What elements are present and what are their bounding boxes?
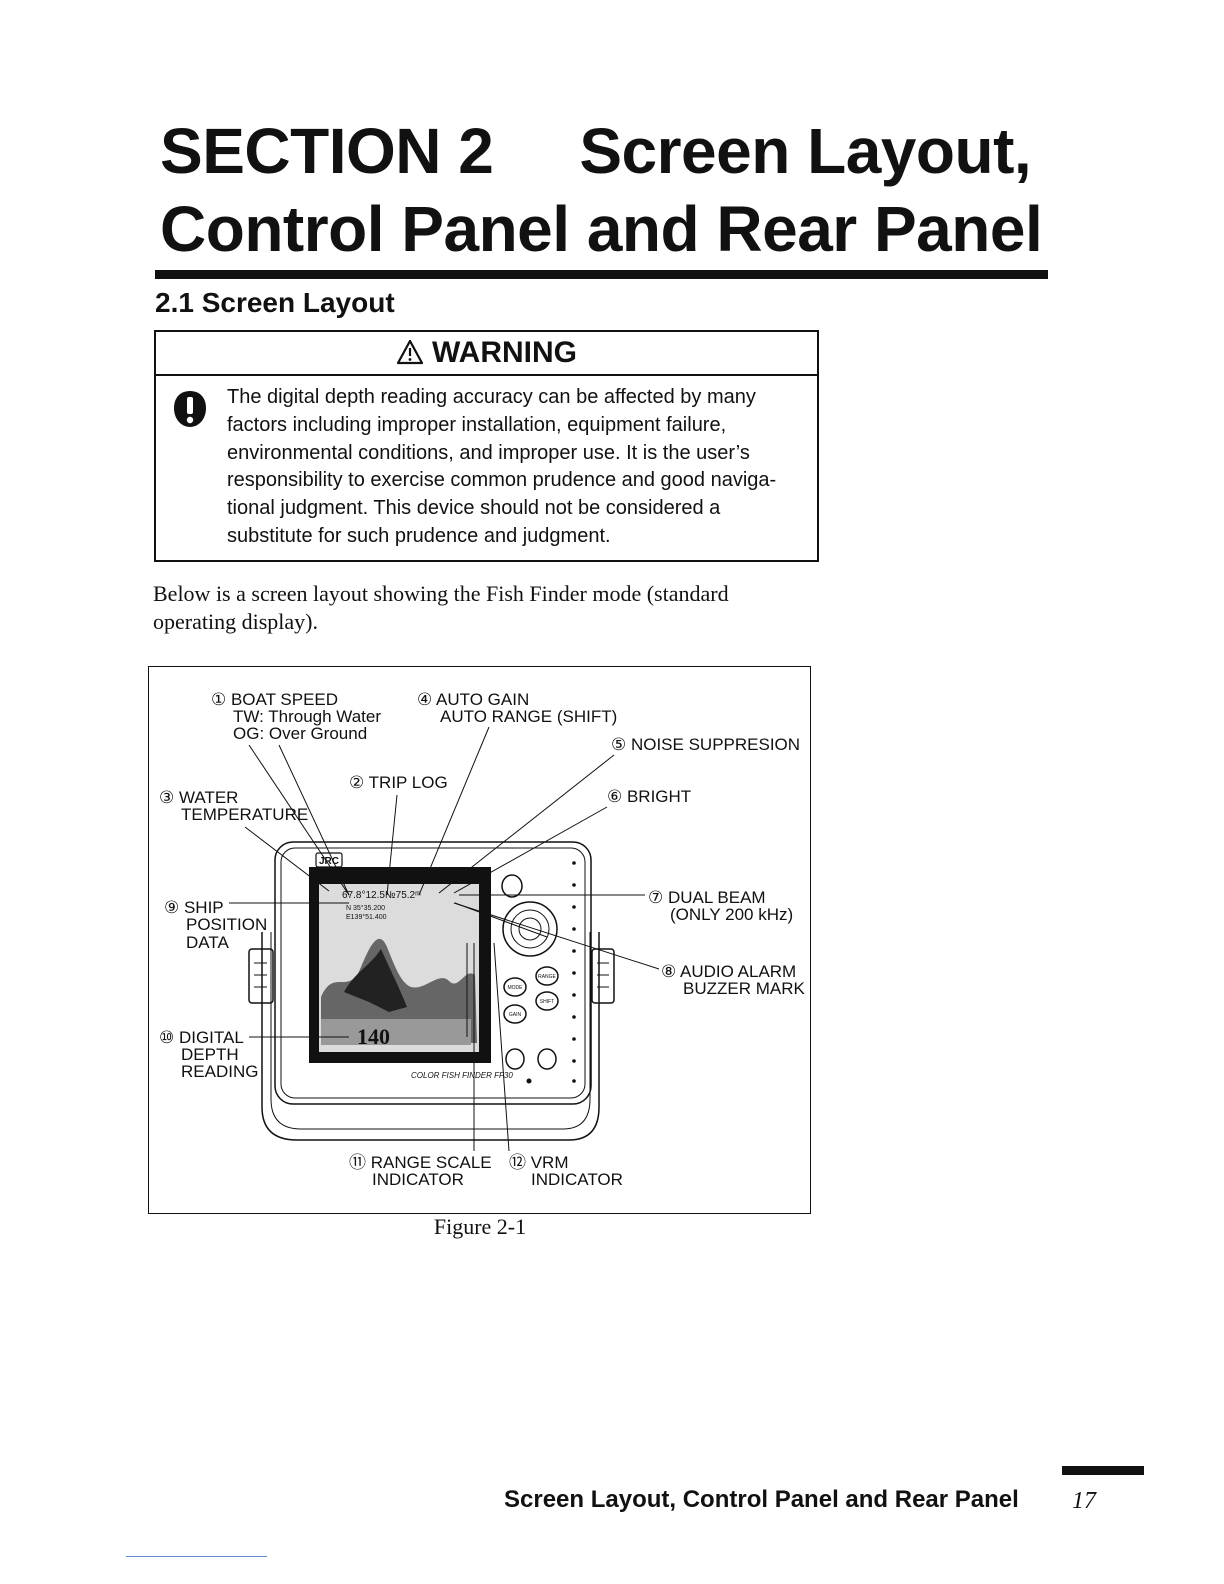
footer-bar xyxy=(1062,1466,1144,1475)
gain-button xyxy=(503,1004,527,1024)
depth-readout: 140 xyxy=(357,1024,390,1049)
label-position: POSITION xyxy=(186,915,267,934)
label-tw: TW: Through Water xyxy=(233,707,381,726)
intro-line: Below is a screen layout showing the Fis… xyxy=(153,581,729,606)
figure-frame: ① BOAT SPEED TW: Through Water OG: Over … xyxy=(148,666,811,1214)
title-rule xyxy=(155,270,1048,279)
label-bright: ⑥ BRIGHT xyxy=(607,787,691,806)
label-trip-log: ② TRIP LOG xyxy=(349,773,448,792)
label-og: OG: Over Ground xyxy=(233,724,367,743)
bottom-line xyxy=(126,1556,267,1557)
warning-line: The digital depth reading accuracy can b… xyxy=(227,386,756,408)
subsection-title: 2.1 Screen Layout xyxy=(155,287,395,318)
section-title-line1: Screen Layout, xyxy=(579,115,1032,187)
footer-title: Screen Layout, Control Panel and Rear Pa… xyxy=(504,1486,1019,1513)
header-readout: 67.8°12.5№75.2ᵐ xyxy=(342,890,421,901)
warning-triangle-icon xyxy=(396,339,424,365)
shift-button xyxy=(535,991,559,1011)
lon-readout: E139°51.400 xyxy=(346,913,387,921)
device-diagram: ① BOAT SPEED TW: Through Water OG: Over … xyxy=(159,690,806,1189)
label-vrm-indicator: INDICATOR xyxy=(531,1170,623,1189)
label-data: DATA xyxy=(186,933,229,952)
warning-line: responsibility to exercise common pruden… xyxy=(227,469,777,492)
label-only200: (ONLY 200 kHz) xyxy=(670,905,793,924)
label-audio-alarm: ⑧ AUDIO ALARM xyxy=(661,962,796,981)
label-auto-range: AUTO RANGE (SHIFT) xyxy=(440,707,617,726)
warning-text: The digital depth reading accuracy can b… xyxy=(227,384,802,551)
warning-line: substitute for such prudence and judgmen… xyxy=(227,524,611,547)
label-depth: DEPTH xyxy=(181,1045,239,1064)
mode-button-label: MODE xyxy=(508,985,524,991)
label-range-scale: ⑪ RANGE SCALE xyxy=(349,1153,492,1172)
label-boat-speed: ① BOAT SPEED xyxy=(211,690,338,709)
fish-finder-device xyxy=(248,841,615,1141)
mode-button xyxy=(503,977,527,997)
label-range-indicator: INDICATOR xyxy=(372,1170,464,1189)
intro-line: operating display). xyxy=(153,609,318,634)
label-auto-gain: ④ AUTO GAIN xyxy=(417,690,529,709)
range-button-label: RANGE xyxy=(538,974,556,980)
warning-box: WARNING The digital depth reading accura… xyxy=(154,330,819,562)
page-number: 17 xyxy=(1072,1488,1096,1514)
gain-button-label: GAIN xyxy=(509,1012,522,1018)
leader-lines xyxy=(229,726,660,1152)
label-ship: ⑨ SHIP xyxy=(164,898,224,917)
label-reading: READING xyxy=(181,1062,258,1081)
label-vrm: ⑫ VRM xyxy=(509,1153,569,1172)
model-text: COLOR FISH FINDER FF30 xyxy=(411,1071,513,1080)
warning-line: tional judgment. This device should not … xyxy=(227,497,721,520)
label-water: ③ WATER xyxy=(159,788,238,807)
label-buzzer-mark: BUZZER MARK xyxy=(683,979,806,998)
label-digital: ⑩ DIGITAL xyxy=(159,1028,244,1047)
figure-caption: Figure 2-1 xyxy=(433,1214,527,1239)
section-label: SECTION 2 xyxy=(160,115,494,187)
off-button xyxy=(537,1048,557,1070)
power-button xyxy=(501,874,523,898)
warning-line: factors including improper installation,… xyxy=(227,413,727,436)
section-title-line2: Control Panel and Rear Panel xyxy=(160,193,1043,265)
brand-text: JRC xyxy=(319,856,339,867)
label-noise: ⑤ NOISE SUPPRESION xyxy=(611,735,800,754)
warning-line: environmental conditions, and improper u… xyxy=(227,441,750,464)
warning-title: WARNING xyxy=(432,336,577,369)
exclamation-icon xyxy=(174,391,206,427)
shift-button-label: SHIFT xyxy=(540,999,554,1005)
intro-paragraph: Below is a screen layout showing the Fis… xyxy=(153,580,803,636)
section-title: SECTION 2 Screen Layout, Control Panel an… xyxy=(160,112,1060,268)
label-temperature: TEMPERATURE xyxy=(181,805,308,824)
range-button xyxy=(535,966,559,986)
warning-header: WARNING xyxy=(156,332,817,376)
lat-readout: N 35°35.200 xyxy=(346,904,385,912)
control-knob xyxy=(502,901,558,957)
clear-button xyxy=(505,1048,525,1070)
label-dual-beam: ⑦ DUAL BEAM xyxy=(648,888,766,907)
